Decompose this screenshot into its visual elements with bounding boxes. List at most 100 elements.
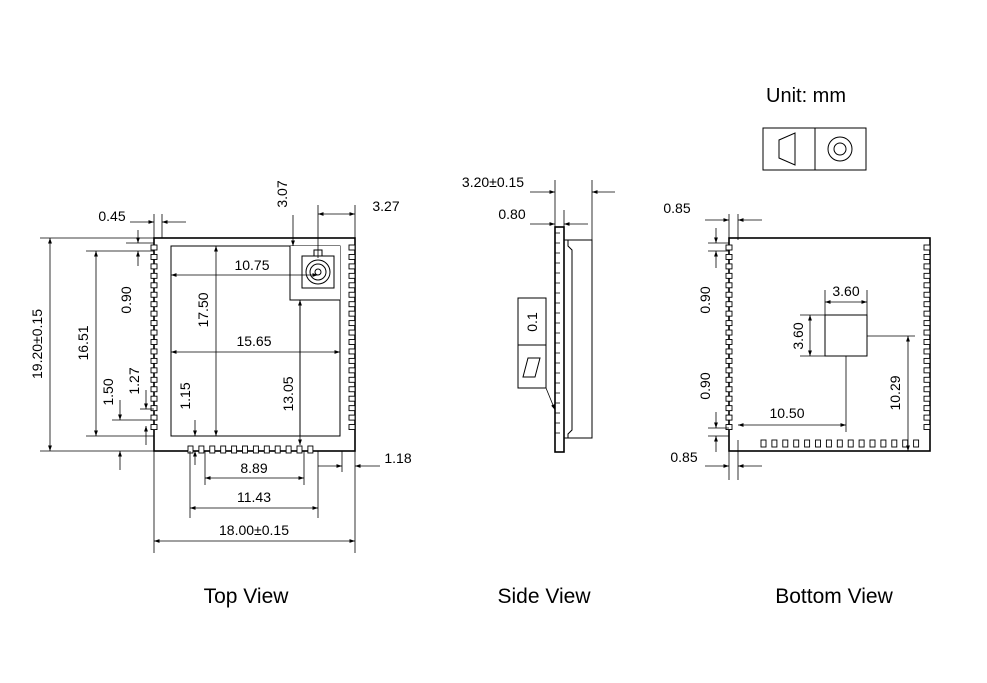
pad	[348, 263, 356, 270]
pad	[725, 310, 733, 317]
pad	[891, 439, 898, 448]
pad	[725, 320, 733, 327]
pad	[348, 320, 356, 327]
third-angle-projection-icon	[762, 127, 867, 171]
bottom-view: 0.85 0.90 3.60 3.60 0.90 10.50 10.29	[663, 200, 931, 608]
top-view-title: Top View	[204, 585, 290, 608]
pad	[725, 357, 733, 364]
pad	[252, 445, 259, 454]
pad	[348, 244, 356, 251]
pad	[804, 439, 811, 448]
pads-bottom	[187, 445, 314, 454]
side-view-title: Side View	[497, 585, 591, 608]
dim-bottom-3.60-h: 3.60	[790, 322, 806, 349]
svg-text:0.1: 0.1	[524, 312, 540, 332]
pad	[348, 291, 356, 298]
pad	[725, 339, 733, 345]
pad	[923, 263, 931, 270]
pad	[923, 348, 931, 355]
pad	[348, 348, 356, 355]
pad	[923, 320, 931, 327]
pad	[150, 339, 158, 345]
pad	[150, 367, 158, 374]
pad	[150, 395, 158, 402]
pad	[348, 376, 356, 383]
pad	[150, 405, 158, 412]
pad	[187, 445, 194, 454]
bottom-pads-bottom	[760, 439, 920, 448]
pad	[150, 376, 158, 383]
pad	[348, 357, 356, 364]
dim-top-0.90: 0.90	[118, 286, 134, 313]
dim-top-16.51: 16.51	[75, 325, 91, 360]
dim-top-3.27: 3.27	[372, 198, 399, 214]
pad	[725, 282, 733, 289]
dim-bottom-0.85-top: 0.85	[663, 200, 690, 216]
pad	[771, 439, 778, 448]
dim-bottom-10.50: 10.50	[769, 405, 804, 421]
dim-top-17.50: 17.50	[195, 292, 211, 327]
pad	[150, 329, 158, 336]
pad	[242, 445, 248, 454]
dim-top-0.45: 0.45	[98, 208, 125, 224]
dim-top-18.00: 18.00±0.15	[219, 522, 289, 538]
pad	[150, 424, 158, 430]
pad	[348, 329, 356, 336]
pad	[923, 424, 931, 430]
dim-bottom-0.85-bottom: 0.85	[670, 449, 697, 465]
pad	[307, 445, 314, 454]
bottom-pads-left	[725, 244, 733, 430]
pad	[923, 253, 931, 260]
pad	[150, 357, 158, 364]
pad	[150, 301, 158, 308]
pad	[725, 291, 733, 298]
dim-top-1.15: 1.15	[177, 382, 193, 409]
pad	[348, 395, 356, 402]
pad	[348, 414, 356, 421]
pad	[782, 439, 789, 448]
pad	[150, 291, 158, 298]
pad	[348, 405, 356, 412]
pad	[725, 263, 733, 270]
dim-side-3.20: 3.20±0.15	[462, 174, 524, 190]
pad	[150, 414, 158, 421]
pad	[923, 272, 931, 279]
dim-top-10.75: 10.75	[234, 257, 269, 273]
pads-left	[150, 244, 158, 430]
pad	[923, 386, 931, 393]
pad	[923, 376, 931, 383]
pad	[725, 367, 733, 374]
pad	[725, 405, 733, 412]
pad	[348, 282, 356, 289]
pad	[150, 320, 158, 327]
pad	[348, 301, 356, 308]
dim-bottom-10.29: 10.29	[887, 375, 903, 410]
pad	[825, 439, 832, 448]
dim-side-0.80: 0.80	[498, 206, 525, 222]
pad	[836, 439, 843, 448]
pad	[902, 439, 909, 448]
dim-top-11.43: 11.43	[237, 489, 271, 505]
pads-right	[348, 244, 356, 430]
pad	[150, 253, 158, 260]
pad	[793, 439, 800, 448]
dim-top-19.20: 19.20±0.15	[29, 309, 45, 379]
pad	[231, 445, 238, 454]
pad	[348, 310, 356, 317]
pad	[880, 439, 887, 448]
pad	[815, 439, 821, 448]
unit-label: Unit: mm	[766, 85, 846, 107]
pad	[725, 424, 733, 430]
pad	[725, 376, 733, 383]
pad	[348, 339, 356, 345]
pad	[923, 414, 931, 421]
pad	[725, 386, 733, 393]
pad	[209, 445, 216, 454]
dim-top-13.05: 13.05	[280, 376, 296, 411]
pad	[150, 244, 158, 251]
pad	[198, 445, 205, 454]
side-view: 3.20±0.15 0.80 0.1 Side View	[462, 174, 615, 608]
dim-top-1.50: 1.50	[100, 378, 116, 405]
pad	[847, 439, 854, 448]
